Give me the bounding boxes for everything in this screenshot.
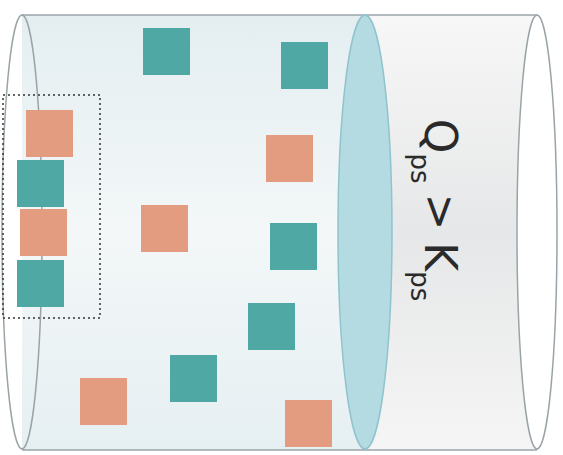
solution-body: [22, 15, 365, 450]
subscript: ps: [405, 271, 435, 301]
cation-square: [141, 205, 188, 252]
formula: Qps>Kps: [415, 119, 466, 312]
tube-opening: [517, 15, 557, 449]
subscript: ps: [405, 153, 435, 183]
tube-edge: [22, 449, 537, 451]
precipitate-bracket: [3, 95, 100, 318]
cation-square: [20, 209, 67, 256]
ions: [17, 28, 332, 447]
formula-symbol: Q: [415, 119, 466, 154]
anion-square: [281, 42, 328, 89]
solution-surface: [338, 15, 392, 449]
anion-square: [170, 355, 217, 402]
anion-square: [17, 260, 64, 307]
tube-edge: [22, 14, 537, 16]
anion-square: [143, 28, 190, 75]
formula-symbol: K: [415, 242, 466, 271]
anion-square: [17, 160, 64, 207]
anion-square: [270, 223, 317, 270]
cation-square: [80, 378, 127, 425]
cation-square: [285, 400, 332, 447]
anion-square: [248, 303, 295, 350]
formula-symbol: >: [415, 193, 466, 230]
cation-square: [26, 110, 73, 157]
cation-square: [266, 135, 313, 182]
